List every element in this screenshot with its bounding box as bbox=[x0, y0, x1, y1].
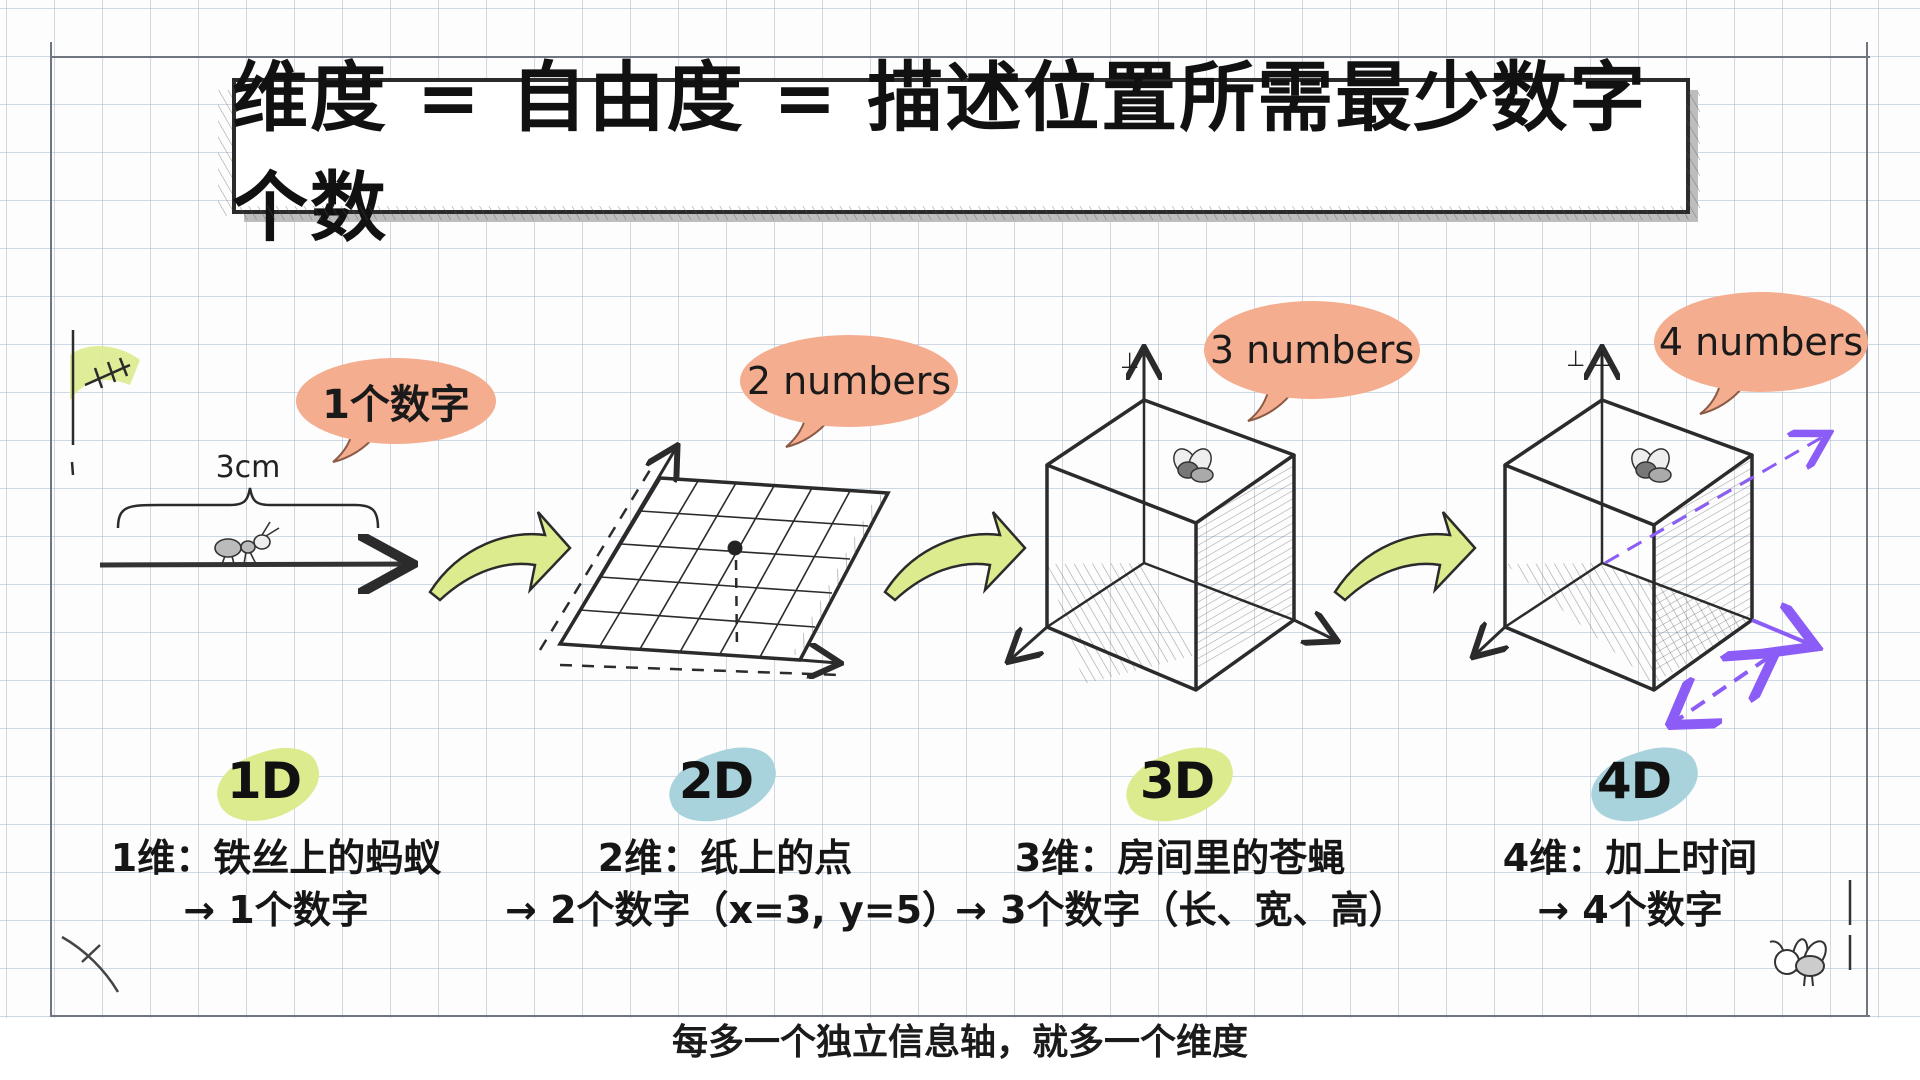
bubble-text: 2 numbers bbox=[746, 359, 952, 403]
grid-paper-illustration bbox=[538, 448, 891, 675]
cube-room-illustration bbox=[1010, 350, 1335, 692]
perp-mark-4d: ⊥ ⊥ bbox=[1566, 347, 1611, 372]
caption-2d: 2维：纸上的点 → 2个数字（x=3, y=5） bbox=[505, 832, 961, 936]
caption-1d: 1维：铁丝上的蚂蚁 → 1个数字 bbox=[66, 832, 486, 936]
caption-result: → 2个数字（x=3, y=5） bbox=[505, 888, 961, 932]
dimension-label-4d: 4D bbox=[1596, 752, 1672, 810]
caption-title: 3维：房间里的苍蝇 bbox=[1014, 836, 1346, 880]
speech-bubble-4d: 4 numbers bbox=[1654, 292, 1868, 392]
fly-icon-4d bbox=[1631, 448, 1672, 483]
frame-left-line bbox=[50, 42, 52, 1017]
dimension-label-2d: 2D bbox=[678, 752, 754, 810]
speech-bubble-3d: 3 numbers bbox=[1204, 301, 1420, 399]
dimension-label-3d: 3D bbox=[1139, 752, 1215, 810]
ant-icon bbox=[214, 521, 280, 565]
footer-band bbox=[0, 1018, 1920, 1080]
corner-scribble-icon bbox=[61, 935, 120, 993]
next-arrow-icon-1 bbox=[428, 511, 572, 602]
caption-4d: 4维：加上时间 → 4个数字 bbox=[1420, 832, 1840, 936]
speech-bubble-1d: 1个数字 bbox=[296, 358, 496, 444]
caption-result: → 1个数字 bbox=[183, 888, 369, 932]
perp-mark-3d: ⊥ bbox=[1120, 349, 1139, 374]
caption-result: → 4个数字 bbox=[1537, 888, 1723, 932]
caption-3d: 3维：房间里的苍蝇 → 3个数字（长、宽、高） bbox=[955, 832, 1407, 936]
next-arrow-icon-2 bbox=[883, 511, 1027, 602]
next-arrow-icon-3 bbox=[1333, 511, 1477, 602]
frame-right-line bbox=[1866, 42, 1868, 1017]
frame-top-line bbox=[50, 56, 1870, 58]
caption-title: 2维：纸上的点 bbox=[597, 836, 853, 880]
time-axis-arrows bbox=[1604, 435, 1826, 725]
fly-doodle-icon bbox=[1769, 938, 1827, 987]
caption-title: 4维：加上时间 bbox=[1502, 836, 1758, 880]
bubble-text: 1个数字 bbox=[322, 382, 470, 428]
fly-icon-3d bbox=[1173, 448, 1214, 483]
bubble-text: 3 numbers bbox=[1209, 328, 1415, 372]
tally-mark-icon bbox=[70, 330, 140, 476]
caption-title: 1维：铁丝上的蚂蚁 bbox=[110, 836, 442, 880]
footer-caption: 每多一个独立信息轴，就多一个维度 bbox=[671, 1022, 1248, 1063]
title-hatch-decoration bbox=[218, 90, 1700, 220]
speech-bubble-2d: 2 numbers bbox=[740, 335, 958, 427]
length-annotation: 3cm bbox=[216, 450, 281, 485]
caption-result: → 3个数字（长、宽、高） bbox=[955, 888, 1407, 932]
dimension-label-1d: 1D bbox=[226, 752, 302, 810]
one-d-wire-illustration bbox=[99, 487, 408, 565]
frame-bottom-line bbox=[50, 1015, 1870, 1017]
bubble-text: 4 numbers bbox=[1658, 320, 1864, 364]
